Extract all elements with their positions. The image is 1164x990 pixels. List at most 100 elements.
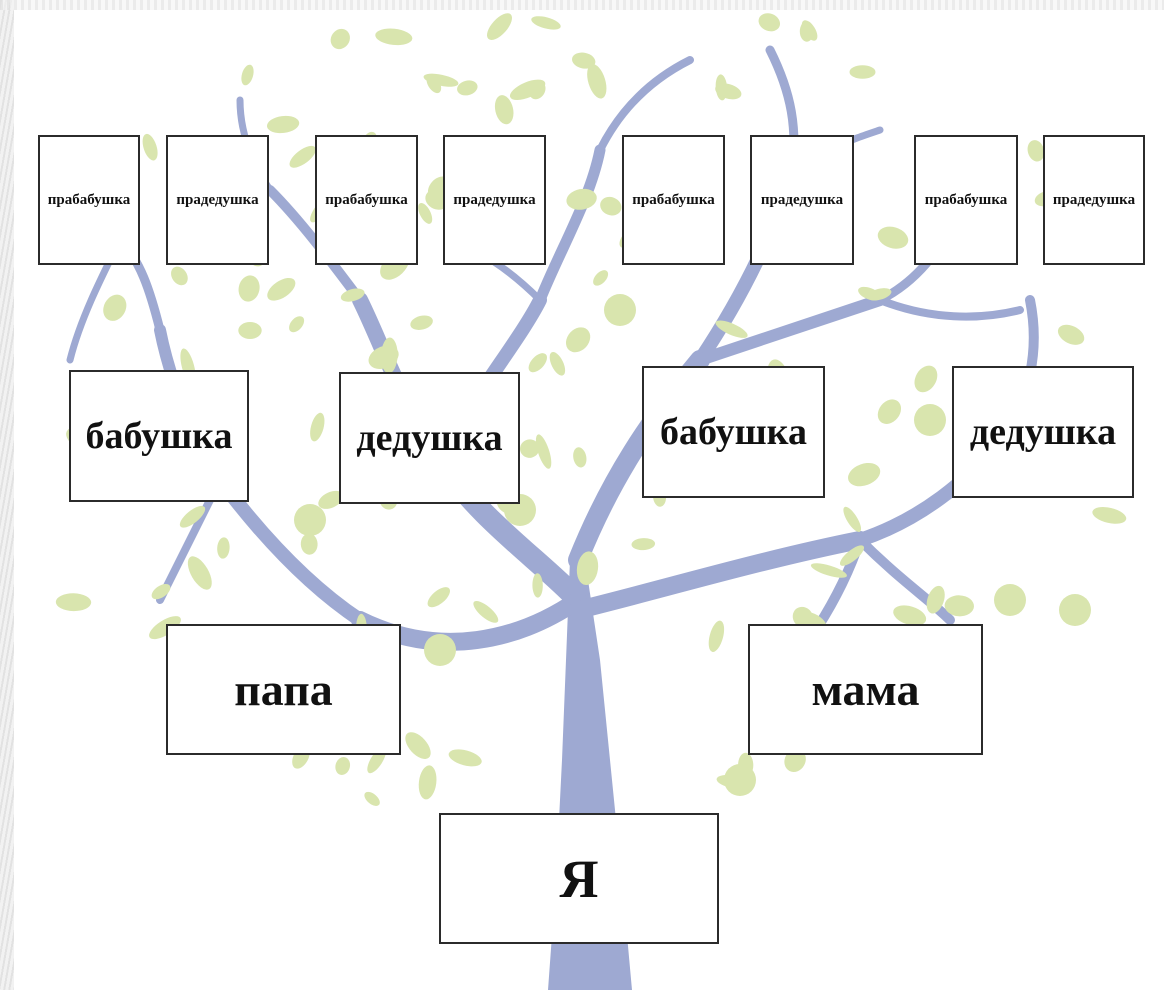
torn-paper-edge-top [0, 0, 1164, 10]
apple-1 [914, 404, 946, 436]
leaf [187, 556, 212, 590]
torn-paper-edge-left [0, 0, 14, 990]
great-grandfather-box-2: прадедушка [443, 135, 546, 265]
leaf [375, 28, 413, 46]
great-grandfather-box-4: прадедушка [1043, 135, 1145, 265]
apple-3 [1059, 594, 1091, 626]
branch-16 [694, 294, 886, 366]
branch-15 [855, 535, 955, 625]
leaf [572, 52, 596, 69]
leaf [877, 399, 902, 424]
leaf [267, 277, 296, 301]
great-grandmother-box-3: прабабушка [622, 135, 725, 265]
leaf [528, 353, 547, 373]
leaf [810, 563, 847, 578]
branch-18 [876, 296, 1024, 321]
leaf [289, 316, 305, 333]
great-grandmother-box-2: прабабушка [315, 135, 418, 265]
leaf [457, 80, 478, 96]
branch-7 [534, 144, 606, 306]
leaf [426, 74, 442, 94]
leaf [715, 83, 742, 100]
leaf [55, 593, 92, 612]
leaf [847, 462, 881, 487]
leaf [893, 605, 927, 626]
leaf [509, 79, 546, 101]
leaf [427, 587, 451, 608]
leaf [1027, 140, 1045, 162]
leaf [587, 64, 607, 99]
leaf [715, 320, 748, 338]
grandmother-box-2: бабушка [642, 366, 825, 498]
leaf [926, 585, 945, 614]
branch-12 [569, 531, 869, 619]
branch-19 [596, 56, 694, 154]
leaf [531, 16, 561, 30]
leaf [487, 13, 512, 40]
leaf [318, 490, 344, 509]
leaf [238, 275, 260, 302]
leaf [103, 294, 127, 321]
leaf [944, 595, 974, 617]
leaf [600, 196, 622, 216]
grandfather-box-1: дедушка [339, 372, 520, 504]
leaf [217, 537, 230, 559]
leaf [300, 533, 318, 555]
leaf [335, 757, 351, 775]
leaf [448, 749, 482, 767]
leaf [520, 439, 540, 458]
leaf [914, 365, 938, 393]
grandmother-box-1: бабушка [69, 370, 249, 502]
leaf [310, 412, 325, 442]
leaf [1057, 324, 1085, 345]
leaf [1092, 507, 1127, 524]
mother-box: мама [748, 624, 983, 755]
leaf [410, 315, 433, 330]
leaf [858, 286, 881, 301]
leaf [877, 226, 909, 249]
leaf [142, 133, 158, 161]
self-box: Я [439, 813, 719, 944]
leaf [566, 188, 597, 210]
leaf [149, 616, 181, 640]
leaf [405, 732, 431, 760]
leaf [340, 288, 365, 302]
leaf [549, 352, 566, 376]
great-grandfather-box-3: прадедушка [750, 135, 854, 265]
leaf [418, 202, 433, 224]
leaf [266, 115, 300, 134]
leaf [631, 538, 656, 551]
great-grandmother-box-4: прабабушка [914, 135, 1018, 265]
leaf [179, 505, 206, 528]
leaf [839, 545, 865, 566]
apple-6 [424, 634, 456, 666]
apple-4 [724, 764, 756, 796]
leaf [535, 434, 552, 469]
great-grandmother-box-1: прабабушка [38, 135, 140, 265]
leaf [330, 28, 350, 50]
leaf [708, 620, 725, 652]
great-grandfather-box-1: прадедушка [166, 135, 269, 265]
leaf [425, 189, 449, 210]
apple-0 [604, 294, 636, 326]
leaf [849, 65, 876, 79]
leaf [241, 64, 254, 86]
apple-7 [294, 504, 326, 536]
apple-2 [994, 584, 1026, 616]
leaf [799, 21, 814, 42]
leaf [364, 791, 380, 806]
leaf [289, 145, 316, 168]
leaf [151, 583, 171, 600]
leaf [418, 765, 437, 800]
leaf [573, 447, 587, 468]
leaf [171, 266, 188, 286]
leaf [843, 506, 862, 532]
leaf [532, 573, 543, 598]
father-box: папа [166, 624, 401, 755]
grandfather-box-2: дедушка [952, 366, 1134, 498]
leaf [593, 270, 609, 286]
leaf [380, 337, 398, 374]
leaf [238, 322, 262, 339]
leaf [473, 600, 499, 623]
